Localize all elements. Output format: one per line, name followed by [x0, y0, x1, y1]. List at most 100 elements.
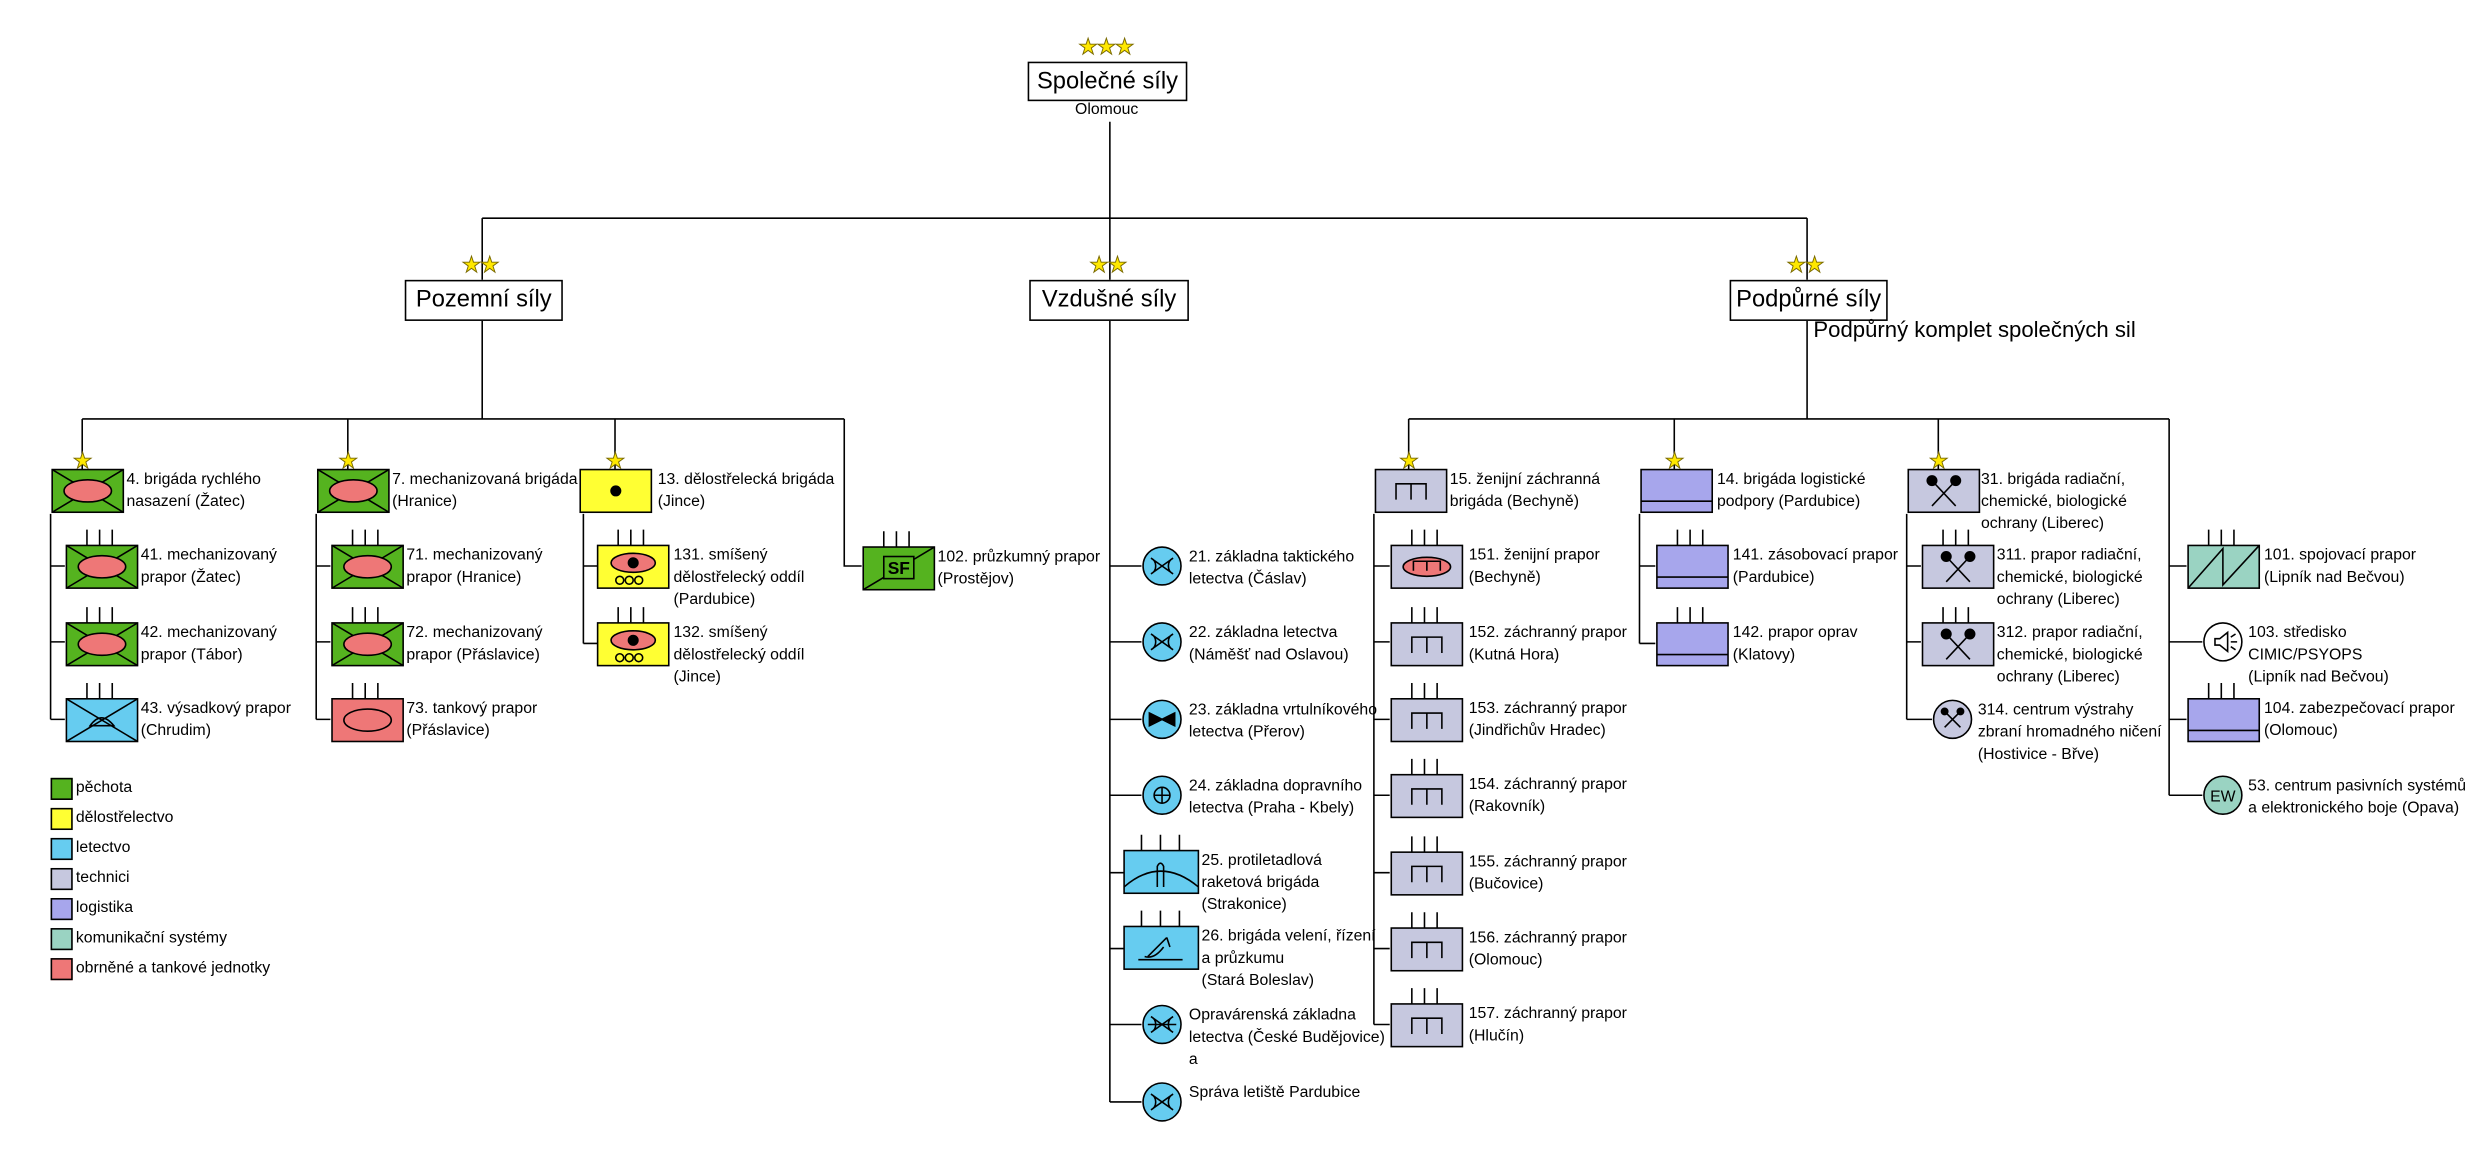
engineer-icon [1390, 912, 1464, 972]
unit-label-line-1: 104. zabezpečovací prapor [2263, 700, 2455, 718]
loudspeaker-icon [2203, 622, 2243, 662]
unit-label-line-2: chemické, biologické [1980, 493, 2127, 511]
self-propelled-artillery-icon [596, 529, 670, 589]
unit-label-line-1: 103. středisko [2248, 624, 2347, 642]
unit-label: Opravárenská základna letectva (České Bud… [1189, 1006, 1385, 1072]
unit-label-line-2: letectva (Čáslav) [1188, 570, 1307, 589]
legend-swatch [50, 898, 73, 921]
unit-label-line-1: 22. základna letectva [1188, 624, 1338, 642]
engineer-icon [1374, 468, 1448, 514]
unit-label-line-2: (Bechyně) [1468, 569, 1541, 587]
armor-icon [331, 682, 404, 743]
unit-label-line-2: (Jince) [657, 493, 706, 511]
unit-label-line-3: (Pardubice) [673, 591, 756, 609]
hq-location: Olomouc [1075, 101, 1139, 119]
brigade-star: ★ [605, 447, 626, 473]
unit-label-line-2: podpory (Pardubice) [1716, 493, 1861, 511]
ew-label: EW [2210, 789, 2236, 806]
unit-label-line-2: dělostřelecký oddíl [673, 646, 805, 665]
maintenance-air-base-icon [1142, 1004, 1182, 1045]
unit-label-line-1: 31. brigáda radiační, [1980, 471, 2126, 489]
unit-label-line-2: prapor (Tábor) [140, 646, 243, 665]
brigade-star: ★ [1928, 447, 1949, 473]
infantry-armor-icon [316, 468, 390, 514]
unit-label-line-2: letectva (České Budějovice) [1188, 1029, 1385, 1047]
unit-label-line-1: 131. smíšený [673, 547, 768, 565]
unit-label: 104. zabezpečovací prapor(Olomouc) [2264, 699, 2455, 743]
unit-label-line-1: 154. záchranný prapor [1468, 776, 1627, 794]
unit-label-line-2: zbraní hromadného ničení [1977, 724, 2162, 742]
electronic-warfare-icon: EW [2203, 775, 2243, 816]
unit-label-line-3: ochrany (Liberec) [1980, 515, 2105, 533]
infantry-armor-icon [331, 529, 404, 589]
legend-swatch [50, 958, 73, 981]
unit-label-line-3: (Strakonice) [1201, 896, 1287, 914]
unit-label-line-1: 7. mechanizovaná brigáda [392, 471, 578, 489]
unit-label-line-1: 141. zásobovací prapor [1732, 547, 1899, 565]
unit-label-line-1: 157. záchranný prapor [1468, 1005, 1627, 1023]
unit-label-line-1: 41. mechanizovaný [140, 547, 277, 565]
unit-label-line-1: 156. záchranný prapor [1468, 929, 1627, 948]
hq-vzdusne-sily: Vzdušné síly [1029, 279, 1189, 321]
special-forces-icon: SF [862, 531, 936, 591]
unit-label-line-1: 15. ženijní záchranná [1449, 471, 1601, 489]
podpurny-komplet-caption: Podpůrný komplet společných sil [1813, 316, 2136, 342]
legend-label: obrněné a tankové jednotky [75, 959, 271, 978]
legend-swatch [50, 837, 73, 861]
unit-label-line-1: 26. brigáda velení, řízení [1201, 928, 1376, 946]
brigade-star: ★ [72, 447, 93, 473]
logistics-icon [1640, 468, 1714, 514]
unit-label-line-1: 14. brigáda logistické [1716, 471, 1866, 489]
unit-label-line-2: (Hlučín) [1468, 1027, 1525, 1046]
unit-label: 31. brigáda radiační, chemické, biologick… [1981, 470, 2127, 536]
infantry-armor-icon [65, 529, 139, 589]
unit-label-line-1: 25. protiletadlová [1201, 852, 1322, 870]
unit-label: 15. ženijní záchranná brigáda (Bechyně) [1450, 470, 1600, 514]
infantry-armor-icon [51, 468, 125, 514]
unit-label: 152. záchranný prapor(Kutná Hora) [1469, 623, 1627, 667]
unit-label-line-1: 311. prapor radiační, [1996, 547, 2142, 565]
logistics-icon [1656, 607, 1729, 667]
unit-label: 142. prapor oprav(Klatovy) [1733, 623, 1858, 667]
artillery-icon [579, 468, 653, 514]
unit-label-line-2: (Rakovník) [1468, 798, 1546, 816]
legend-swatch [50, 928, 73, 951]
rank-stars: ★★ [1786, 251, 1825, 277]
unit-label: 156. záchranný prapor(Olomouc) [1469, 928, 1627, 972]
unit-label-line-2: nasazení (Žatec) [126, 493, 246, 511]
brigade-star: ★ [338, 447, 359, 473]
self-propelled-artillery-icon [596, 607, 670, 667]
unit-label-line-1: 13. dělostřelecká brigáda [657, 471, 835, 489]
unit-label-line-1: 21. základna taktického [1188, 548, 1355, 566]
armored-engineer-icon [1390, 529, 1464, 589]
legend-label: letectvo [75, 839, 131, 857]
unit-label-line-2: raketová brigáda [1201, 874, 1320, 892]
cbrn-icon [1921, 529, 1995, 589]
engineer-icon [1390, 607, 1464, 667]
unit-label: 102. průzkumný prapor(Prostějov) [938, 547, 1101, 591]
unit-label-line-1: Opravárenská základna [1188, 1007, 1356, 1025]
unit-label: 25. protiletadlová raketová brigáda (Strak… [1202, 851, 1322, 917]
unit-label-line-2: (Hranice) [392, 493, 458, 511]
unit-label: 13. dělostřelecká brigáda (Jince) [658, 470, 835, 514]
unit-label-line-2: chemické, biologické [1996, 569, 2143, 587]
unit-label-line-2: (Přáslavice) [406, 722, 490, 740]
brigade-star: ★ [1664, 447, 1685, 473]
unit-label-line-3: (Stará Boleslav) [1201, 972, 1315, 990]
legend-label: technici [75, 869, 130, 887]
legend-label: komunikační systémy [75, 929, 228, 948]
unit-label-line-2: prapor (Hranice) [406, 569, 522, 587]
engineer-icon [1390, 988, 1464, 1048]
unit-label-line-2: brigáda (Bechyně) [1449, 493, 1579, 511]
unit-label-line-1: 155. záchranný prapor [1468, 853, 1627, 872]
unit-label-line-2: prapor (Žatec) [140, 569, 241, 587]
hq-podpurne-sily: Podpůrné síly [1729, 279, 1888, 321]
unit-label: 153. záchranný prapor(Jindřichův Hradec) [1469, 699, 1627, 743]
unit-label-line-2: (Lipník nad Bečvou) [2263, 569, 2405, 587]
